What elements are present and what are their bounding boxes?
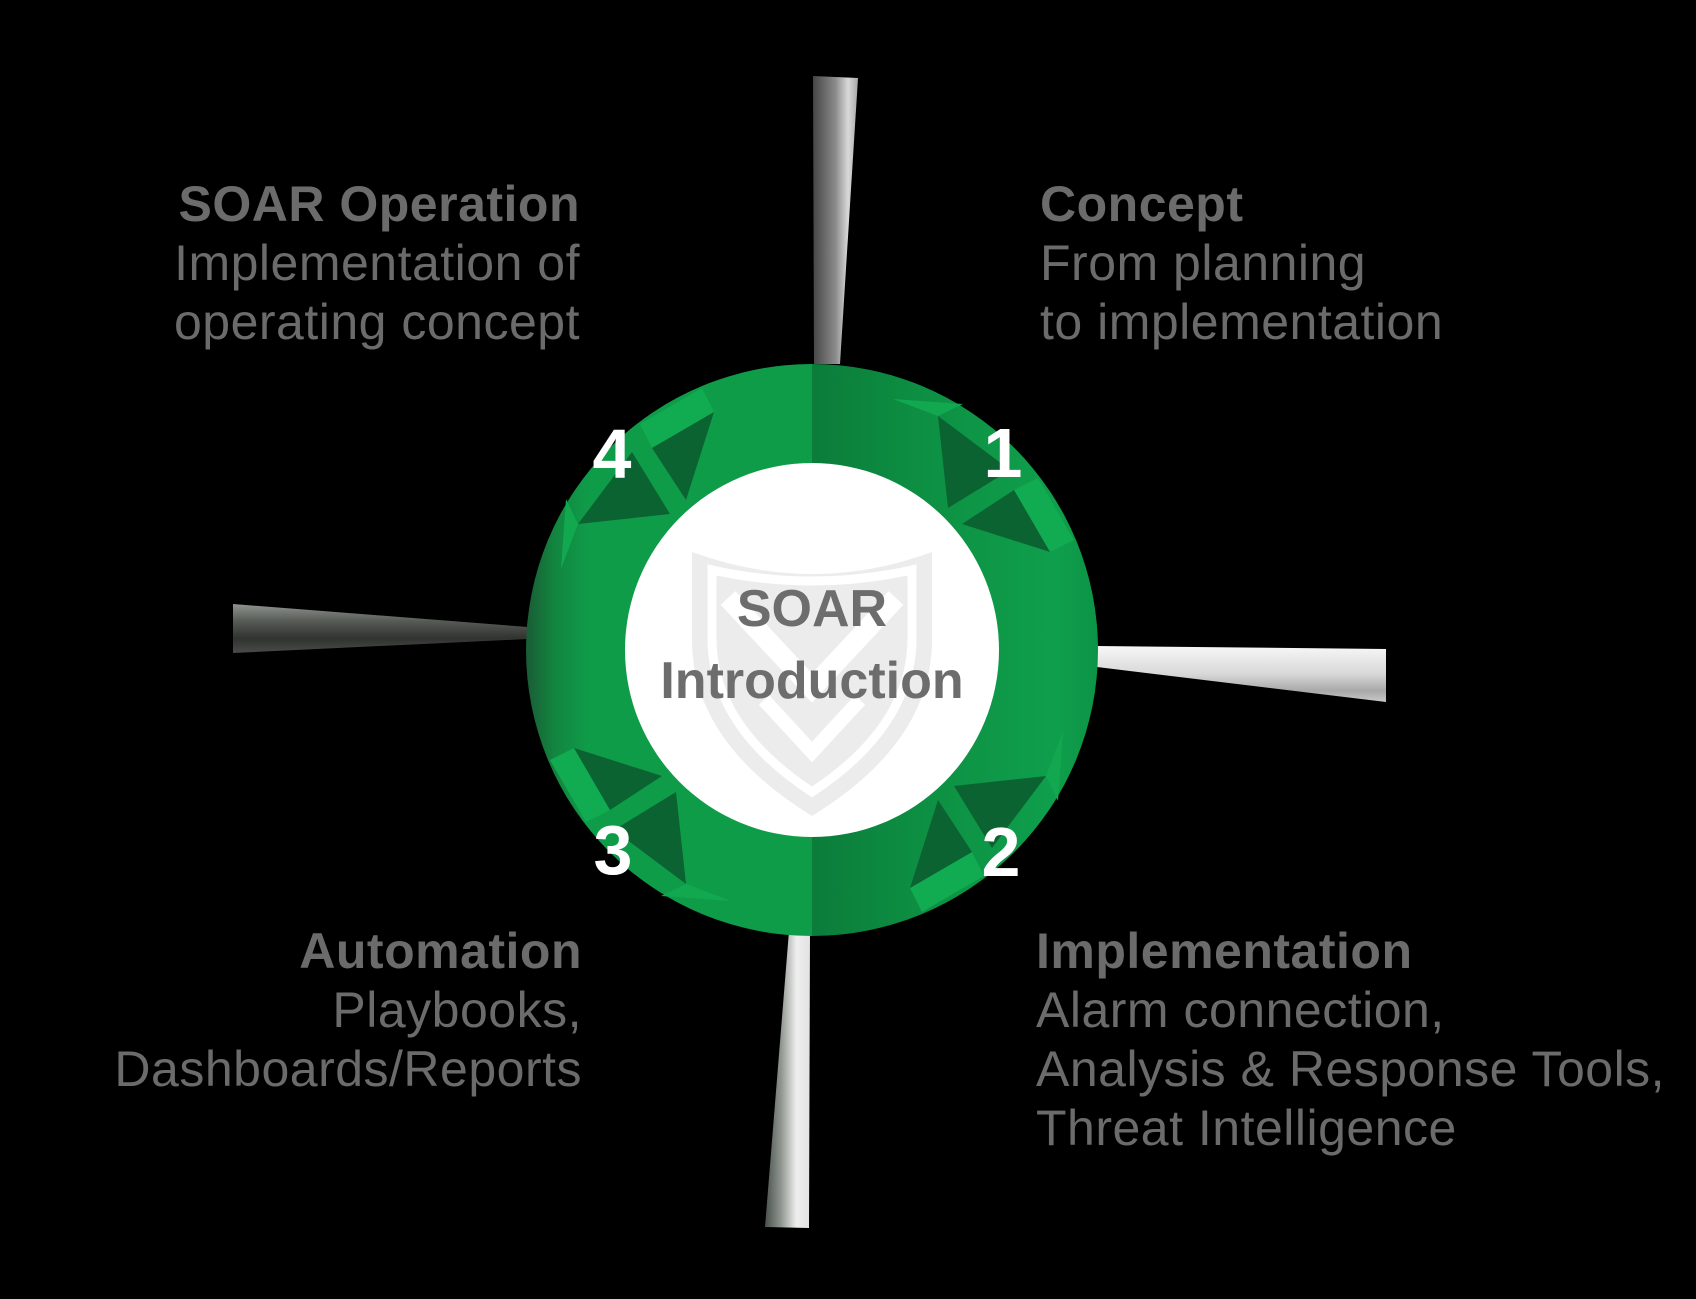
step-4-number: 4 <box>593 415 632 493</box>
fold-highlight <box>893 399 963 416</box>
step-3-title: Automation <box>299 923 582 979</box>
fold-shadow <box>652 412 714 500</box>
step-2-line: Threat Intelligence <box>1036 1100 1457 1156</box>
step-2-label-block: Implementation Alarm connection, Analysi… <box>1036 922 1665 1158</box>
fold-highlight <box>640 388 714 448</box>
step-3-label-block: Automation Playbooks, Dashboards/Reports <box>114 922 582 1099</box>
step-1-number: 1 <box>984 414 1023 492</box>
step-2-line: Alarm connection, <box>1036 982 1445 1038</box>
step-4-line: Implementation of <box>174 235 580 291</box>
step-2-title: Implementation <box>1036 923 1413 979</box>
spoke-left-icon <box>233 604 528 653</box>
step-4-label-block: SOAR Operation Implementation of operati… <box>174 175 580 352</box>
step-4-title: SOAR Operation <box>178 176 580 232</box>
fold-shadow <box>938 416 1010 508</box>
step-2-number: 2 <box>982 813 1021 891</box>
spoke-down-icon <box>765 931 810 1228</box>
step-1-title: Concept <box>1040 176 1244 232</box>
center-title-line2: Introduction <box>660 652 963 710</box>
step-1-label-block: Concept From planning to implementation <box>1040 175 1443 352</box>
spoke-right-icon <box>1097 646 1386 702</box>
ribbon-fold-set <box>640 388 1010 508</box>
step-2-line: Analysis & Response Tools, <box>1036 1041 1666 1097</box>
center-title-line1: SOAR <box>737 580 887 638</box>
step-1-line: to implementation <box>1040 294 1444 350</box>
step-1-line: From planning <box>1040 235 1367 291</box>
spoke-up-icon <box>813 76 858 364</box>
step-3-number: 3 <box>594 811 633 889</box>
step-4-line: operating concept <box>173 294 580 350</box>
step-3-line: Playbooks, <box>332 982 582 1038</box>
shield-watermark-icon <box>692 552 932 816</box>
step-3-line: Dashboards/Reports <box>114 1041 582 1097</box>
